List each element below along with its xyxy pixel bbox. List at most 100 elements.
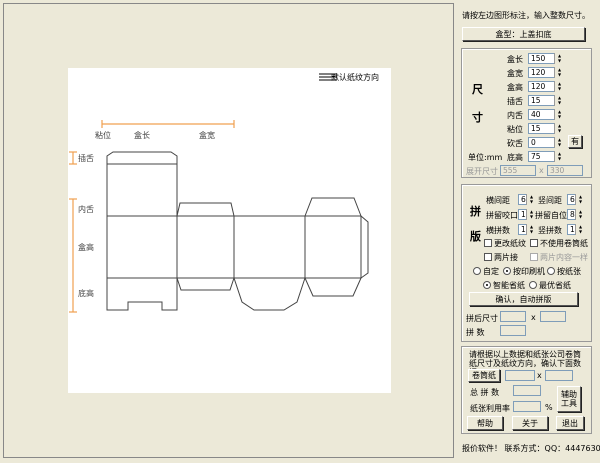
smart-save-label: 智能省纸 (493, 281, 525, 290)
spread-x-label: x (539, 166, 544, 175)
box-length-spin-icon[interactable]: ▲▼ (554, 53, 564, 64)
h-gap-spin-icon[interactable]: ▲▼ (526, 194, 536, 205)
after-height-field (540, 311, 566, 322)
glue-dim-label: 粘位 (95, 131, 111, 140)
two-pieces-checkbox[interactable] (484, 253, 492, 261)
margin-label: 拼留咬口 (486, 211, 518, 220)
h-count-label: 横拼数 (486, 226, 510, 235)
inner-tongue-spin-icon[interactable]: ▲▼ (554, 109, 564, 120)
instruction-text: 请按左边图形标注，输入整数尺寸。 (462, 11, 590, 20)
self-margin-spin-icon[interactable]: ▲▼ (575, 209, 585, 220)
cut-tongue-spin-icon[interactable]: ▲▼ (554, 137, 564, 148)
unit-label: 单位:mm (468, 153, 503, 162)
mode-custom-radio[interactable] (473, 267, 481, 275)
margin-spin-icon[interactable]: ▲▼ (526, 209, 536, 220)
box-dieline (106, 151, 369, 311)
roll-height-field (545, 370, 573, 381)
h-gap-input[interactable]: 6▲▼ (518, 194, 536, 205)
change-grain-label: 更改纸纹 (494, 239, 526, 248)
mode-press-label: 按印刷机 (513, 267, 545, 276)
dieline-drawing: 默认纸纹方向 粘位 盒长 盒宽 插舌 内舌 盒高 底高 (68, 68, 391, 393)
height-side-label: 盒高 (78, 243, 94, 252)
roll-paper-button[interactable]: 卷筒纸 (468, 369, 500, 382)
count-field (500, 325, 526, 336)
two-same-checkbox[interactable] (530, 253, 538, 261)
box-length-label: 盒长 (507, 55, 523, 64)
v-count-spin-icon[interactable]: ▲▼ (575, 224, 585, 235)
tuck-label: 插舌 (507, 97, 523, 106)
inner-tongue-label: 内舌 (507, 111, 523, 120)
mode-press-radio[interactable] (503, 267, 511, 275)
mode-custom-label: 自定 (483, 267, 499, 276)
box-width-input[interactable]: 120▲▼ (528, 67, 564, 78)
bottom-side-label: 底高 (78, 289, 94, 298)
percent-label: % (545, 403, 553, 412)
cut-tongue-input[interactable]: 0▲▼ (528, 137, 564, 148)
box-height-spin-icon[interactable]: ▲▼ (554, 81, 564, 92)
grain-direction-label: 默认纸纹方向 (331, 73, 379, 82)
roll-group (461, 346, 592, 434)
v-gap-input[interactable]: 6▲▼ (567, 194, 585, 205)
self-margin-input[interactable]: 8▲▼ (567, 209, 585, 220)
box-height-label: 盒高 (507, 83, 523, 92)
size-title-2: 寸 (472, 111, 483, 124)
change-grain-checkbox[interactable] (484, 239, 492, 247)
has-button[interactable]: 有 (568, 135, 582, 148)
aux-tools-button[interactable]: 辅助工具 (557, 386, 581, 412)
spread-width-field: 555 (500, 165, 536, 176)
grain-direction-icon (319, 73, 337, 81)
box-height-input[interactable]: 120▲▼ (528, 81, 564, 92)
tuck-spin-icon[interactable]: ▲▼ (554, 95, 564, 106)
v-gap-spin-icon[interactable]: ▲▼ (575, 194, 585, 205)
help-button[interactable]: 帮助 (467, 416, 503, 430)
layout-title-1: 拼 (470, 205, 481, 218)
total-count-label: 总 拼 数 (470, 388, 500, 397)
after-size-label: 拼后尺寸 (466, 314, 498, 323)
bottom-height-spin-icon[interactable]: ▲▼ (554, 151, 564, 162)
margin-input[interactable]: 12▲▼ (518, 209, 536, 220)
dieline-svg (69, 73, 369, 313)
after-x-label: x (531, 313, 536, 322)
smart-save-radio[interactable] (483, 281, 491, 289)
inner-tongue-side-label: 内舌 (78, 205, 94, 214)
tuck-input[interactable]: 15▲▼ (528, 95, 564, 106)
glue-spin-icon[interactable]: ▲▼ (554, 123, 564, 134)
utilization-label: 纸张利用率 (470, 404, 510, 413)
v-count-input[interactable]: 1▲▼ (567, 224, 585, 235)
no-roll-checkbox[interactable] (530, 239, 538, 247)
v-gap-label: 竖间距 (538, 196, 562, 205)
glue-input[interactable]: 15▲▼ (528, 123, 564, 134)
box-length-input[interactable]: 150▲▼ (528, 53, 564, 64)
auto-layout-button[interactable]: 确认，自动拼版 (469, 292, 578, 306)
max-save-label: 最优省纸 (539, 281, 571, 290)
width-dim-label: 盒宽 (199, 131, 215, 140)
about-button[interactable]: 关于 (512, 416, 548, 430)
mode-grain-label: 按纸张 (557, 267, 581, 276)
box-type-button[interactable]: 盒型：上盖扣底 (462, 27, 585, 41)
mode-grain-radio[interactable] (547, 267, 555, 275)
utilization-field (513, 401, 541, 412)
dimension-lines (69, 120, 235, 313)
size-title-1: 尺 (472, 83, 483, 96)
after-width-field (500, 311, 526, 322)
two-pieces-label: 两片接 (494, 253, 518, 262)
total-count-field (513, 385, 541, 396)
v-count-label: 竖拼数 (538, 226, 562, 235)
box-width-spin-icon[interactable]: ▲▼ (554, 67, 564, 78)
exit-button[interactable]: 退出 (556, 416, 584, 430)
bottom-height-label: 底高 (507, 153, 523, 162)
cut-tongue-label: 砍舌 (507, 139, 523, 148)
max-save-radio[interactable] (529, 281, 537, 289)
bottom-height-input[interactable]: 75▲▼ (528, 151, 564, 162)
inner-tongue-input[interactable]: 40▲▼ (528, 109, 564, 120)
roll-width-field (505, 370, 535, 381)
glue-label: 粘位 (507, 125, 523, 134)
h-count-input[interactable]: 1▲▼ (518, 224, 536, 235)
size-group (461, 48, 592, 178)
length-dim-label: 盒长 (134, 131, 150, 140)
layout-title-2: 版 (470, 230, 481, 243)
tuck-side-label: 插舌 (78, 154, 94, 163)
no-roll-label: 不使用卷筒纸 (540, 239, 588, 248)
h-count-spin-icon[interactable]: ▲▼ (526, 224, 536, 235)
roll-x-label: x (537, 371, 542, 380)
